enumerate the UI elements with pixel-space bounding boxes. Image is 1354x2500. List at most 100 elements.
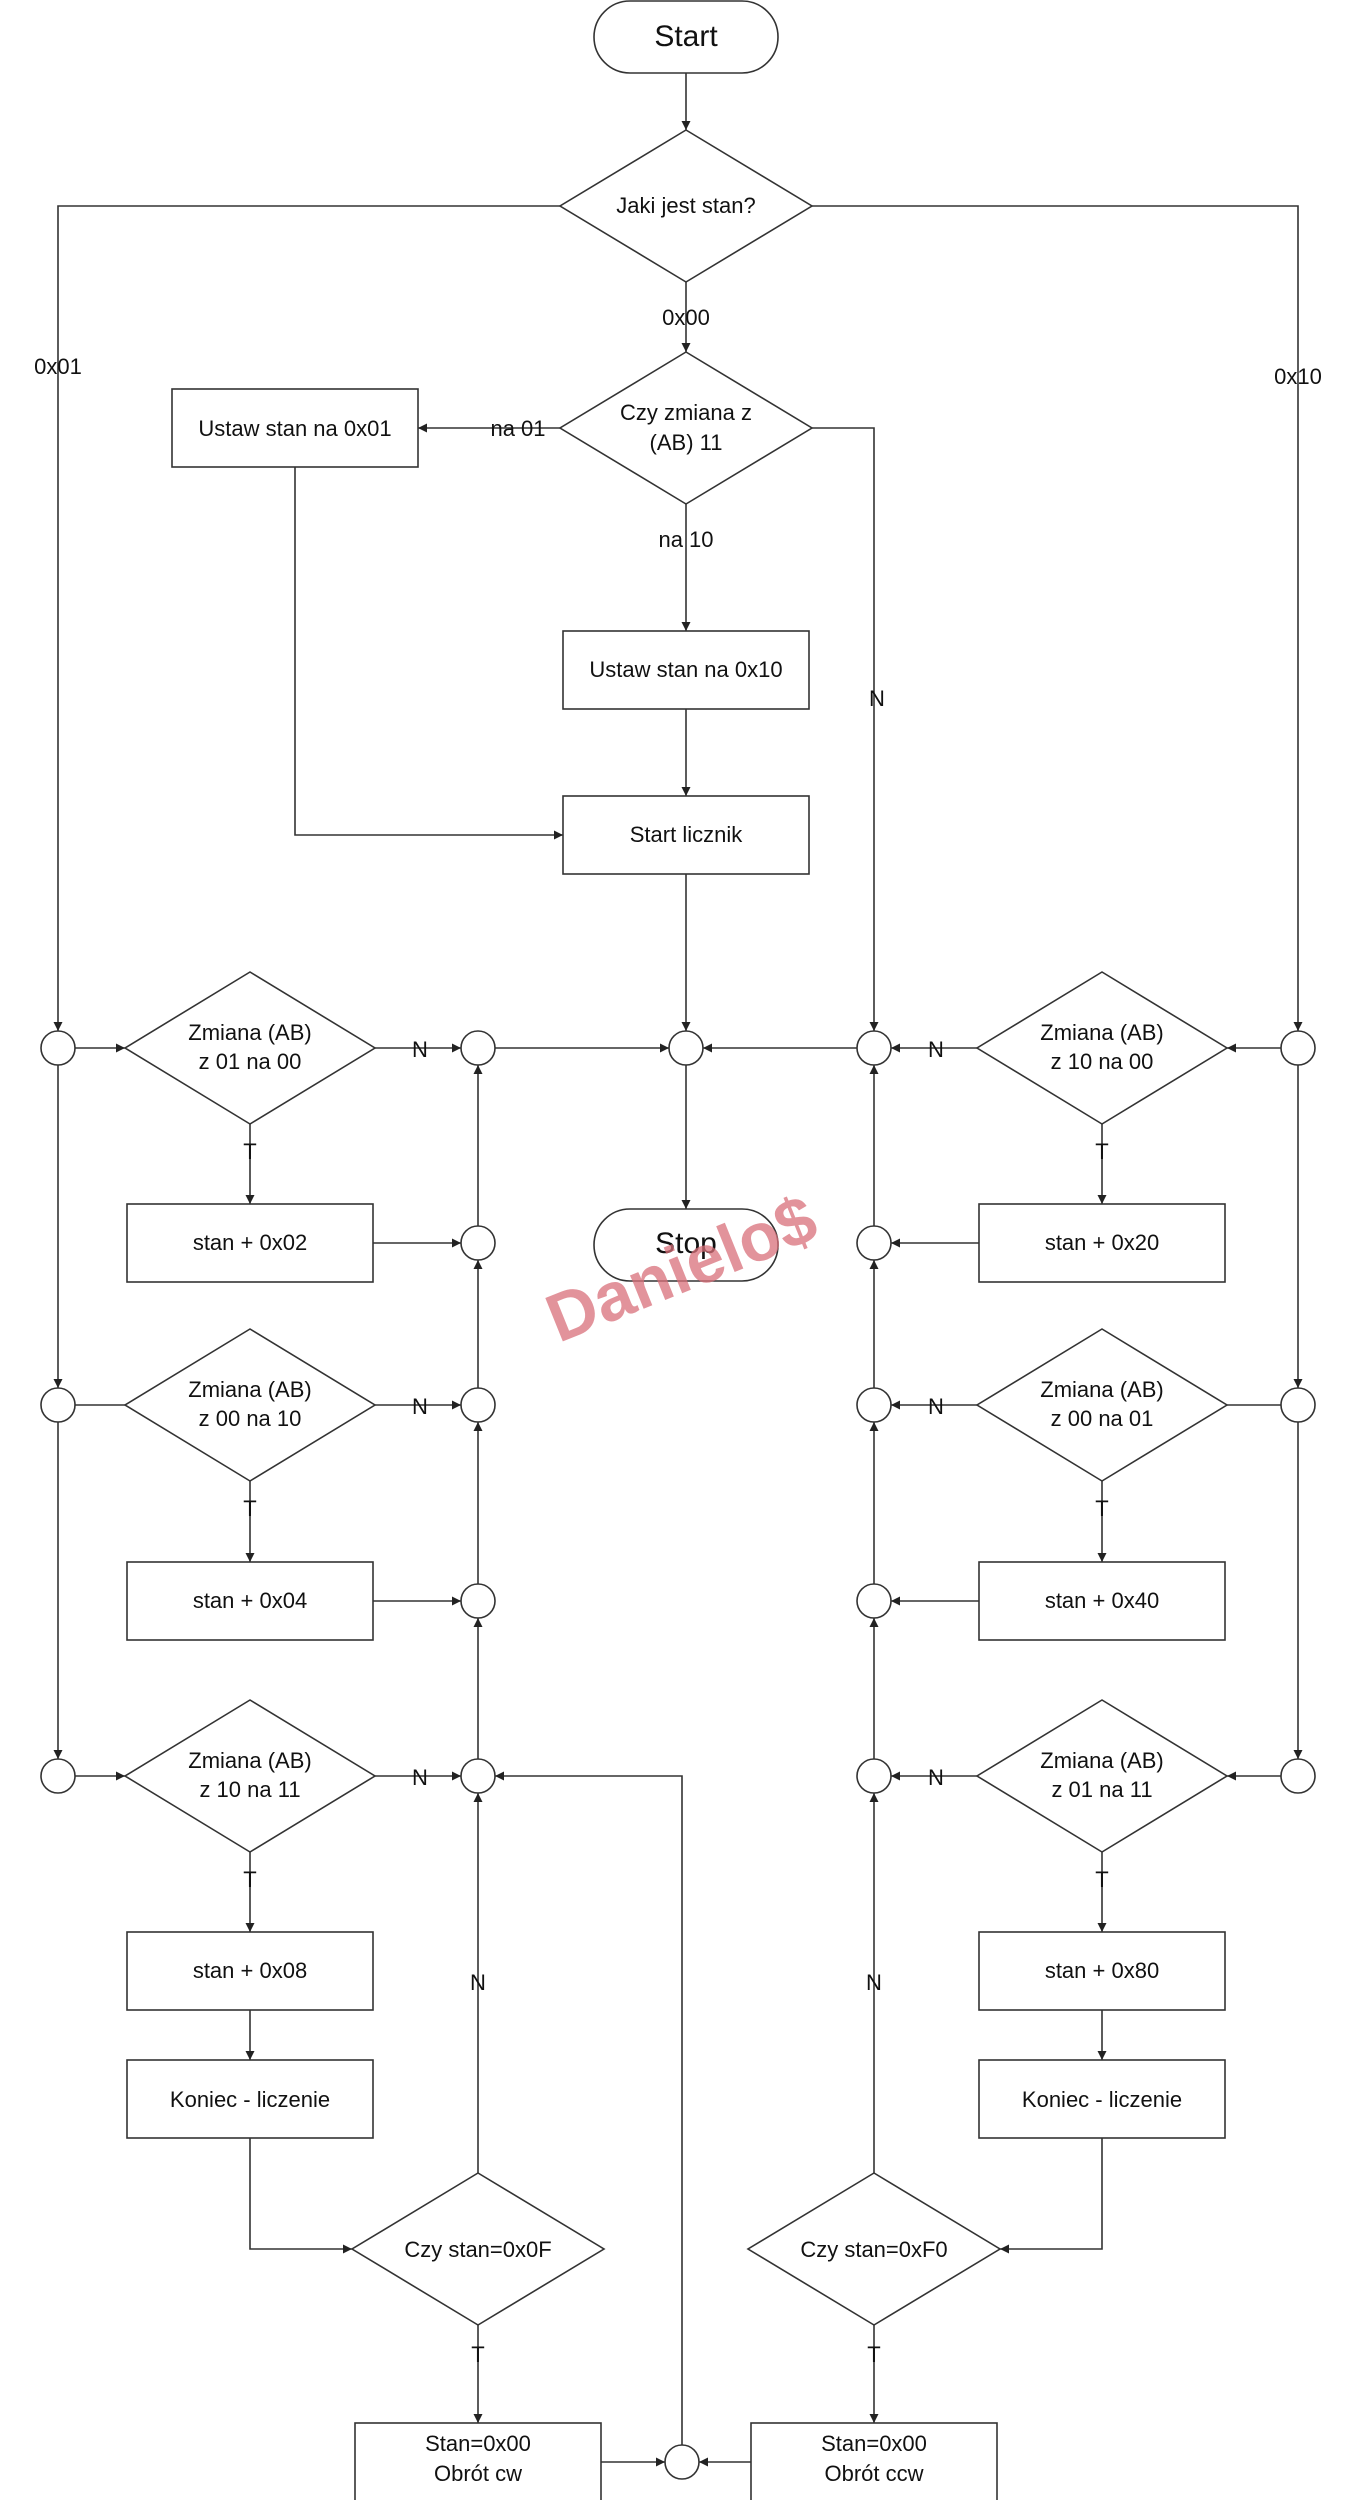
edge-bottom-j-to-left-3 bbox=[495, 1771, 683, 2445]
edge-0x10 bbox=[812, 205, 1303, 1031]
decision-right-3-label-1: Zmiana (AB) bbox=[1040, 1748, 1163, 1773]
junction-node bbox=[668, 1030, 704, 1066]
process-ustaw-10 bbox=[562, 630, 810, 710]
decision-jaki-stan-label: Jaki jest stan? bbox=[616, 193, 755, 218]
decision-right-1-label-2: z 10 na 00 bbox=[1051, 1049, 1154, 1074]
edge-label-0x01: 0x01 bbox=[34, 354, 82, 379]
junction-node bbox=[856, 1225, 892, 1261]
edge-0x01 bbox=[53, 205, 560, 1031]
decision-czy-zmiana-label-1: Czy zmiana z bbox=[620, 400, 752, 425]
decision-czy-zmiana bbox=[558, 351, 814, 505]
junction-node bbox=[460, 1387, 496, 1423]
junction-node bbox=[856, 1387, 892, 1423]
junction-node bbox=[1280, 1387, 1316, 1423]
edge-label-n-left-2: N bbox=[412, 1394, 428, 1419]
edge-label-n-right-1: N bbox=[928, 1037, 944, 1062]
junction-node bbox=[460, 1583, 496, 1619]
edge-label-n-left-1: N bbox=[412, 1037, 428, 1062]
stop-terminal-label: Stop bbox=[655, 1227, 717, 1260]
decision-left-1-label-2: z 01 na 00 bbox=[199, 1049, 302, 1074]
watermark-text: Danielo$ bbox=[536, 1180, 827, 1357]
process-koniec-right bbox=[978, 2059, 1226, 2139]
decision-czy-0f-label: Czy stan=0x0F bbox=[404, 2237, 551, 2262]
decision-right-3-label-2: z 01 na 11 bbox=[1051, 1777, 1152, 1802]
edge-label-t-0f: T bbox=[471, 2342, 484, 2367]
edge-label-t-right-2: T bbox=[1095, 1496, 1108, 1521]
edge-label-na-01: na 01 bbox=[490, 416, 545, 441]
junction-node bbox=[460, 1030, 496, 1066]
decision-jaki-stan bbox=[558, 129, 814, 283]
edge-label-t-left-1: T bbox=[243, 1139, 256, 1164]
process-start-licznik-label: Start licznik bbox=[630, 822, 743, 847]
start-terminal-label: Start bbox=[654, 20, 718, 53]
stop-terminal bbox=[593, 1208, 779, 1282]
decision-left-2-label-1: Zmiana (AB) bbox=[188, 1377, 311, 1402]
decision-left-3 bbox=[123, 1699, 377, 1853]
process-koniec-left bbox=[126, 2059, 374, 2139]
process-ustaw-01 bbox=[171, 388, 419, 468]
decision-right-1-label-1: Zmiana (AB) bbox=[1040, 1020, 1163, 1045]
edge-label-n-f0: N bbox=[866, 1970, 882, 1995]
edge-ustaw01-to-licznik bbox=[294, 467, 563, 840]
junction-node bbox=[40, 1030, 76, 1066]
edge-label-n-right-3: N bbox=[928, 1765, 944, 1790]
edge-koniec-to-czyf0 bbox=[1000, 2138, 1103, 2254]
process-stan-20-label: stan + 0x20 bbox=[1045, 1230, 1159, 1255]
decision-right-2-label-2: z 00 na 01 bbox=[1051, 1406, 1154, 1431]
edge-label-n-left-3: N bbox=[412, 1765, 428, 1790]
junction-node bbox=[40, 1758, 76, 1794]
process-stan-40-label: stan + 0x40 bbox=[1045, 1588, 1159, 1613]
connector-lines bbox=[53, 73, 1303, 2467]
junction-node bbox=[856, 1030, 892, 1066]
process-stan-08-label: stan + 0x08 bbox=[193, 1958, 307, 1983]
process-cw bbox=[354, 2422, 602, 2500]
process-cw-label-2: Obrót cw bbox=[434, 2461, 522, 2486]
process-koniec-left-label: Koniec - liczenie bbox=[170, 2087, 330, 2112]
junction-node bbox=[856, 1758, 892, 1794]
process-stan-04-label: stan + 0x04 bbox=[193, 1588, 307, 1613]
edge-label-n-top: N bbox=[869, 686, 885, 711]
decision-czy-0f bbox=[350, 2172, 606, 2326]
edge-koniec-to-czy0f bbox=[249, 2138, 352, 2254]
process-cw-label-1: Stan=0x00 bbox=[425, 2431, 531, 2456]
decision-right-2 bbox=[975, 1328, 1229, 1482]
process-ccw bbox=[750, 2422, 998, 2500]
edge-label-t-right-3: T bbox=[1095, 1867, 1108, 1892]
junction-node bbox=[460, 1225, 496, 1261]
edge-label-t-left-2: T bbox=[243, 1496, 256, 1521]
edge-label-0x10: 0x10 bbox=[1274, 364, 1322, 389]
decision-czy-f0 bbox=[746, 2172, 1002, 2326]
junction-node bbox=[460, 1758, 496, 1794]
process-ccw-label-1: Stan=0x00 bbox=[821, 2431, 927, 2456]
start-terminal bbox=[593, 0, 779, 74]
process-stan-08 bbox=[126, 1931, 374, 2011]
edge-label-t-right-1: T bbox=[1095, 1139, 1108, 1164]
edge-label-0x00: 0x00 bbox=[662, 305, 710, 330]
process-stan-80-label: stan + 0x80 bbox=[1045, 1958, 1159, 1983]
process-stan-20 bbox=[978, 1203, 1226, 1283]
junction-node bbox=[664, 2444, 700, 2480]
decision-right-1 bbox=[975, 971, 1229, 1125]
process-ustaw-01-label: Ustaw stan na 0x01 bbox=[198, 416, 391, 441]
process-stan-80 bbox=[978, 1931, 1226, 2011]
edge-label-n-right-2: N bbox=[928, 1394, 944, 1419]
decision-left-2-label-2: z 00 na 10 bbox=[199, 1406, 302, 1431]
process-ccw-label-2: Obrót ccw bbox=[824, 2461, 923, 2486]
edge-label-na-10: na 10 bbox=[658, 527, 713, 552]
decision-left-1-label-1: Zmiana (AB) bbox=[188, 1020, 311, 1045]
process-stan-02 bbox=[126, 1203, 374, 1283]
edge-n-top bbox=[812, 427, 879, 1031]
process-stan-02-label: stan + 0x02 bbox=[193, 1230, 307, 1255]
junction-node bbox=[856, 1583, 892, 1619]
edge-label-t-f0: T bbox=[867, 2342, 880, 2367]
decision-left-2 bbox=[123, 1328, 377, 1482]
decision-left-3-label-1: Zmiana (AB) bbox=[188, 1748, 311, 1773]
decision-right-3 bbox=[975, 1699, 1229, 1853]
process-ustaw-10-label: Ustaw stan na 0x10 bbox=[589, 657, 782, 682]
junction-node bbox=[1280, 1758, 1316, 1794]
process-koniec-right-label: Koniec - liczenie bbox=[1022, 2087, 1182, 2112]
decision-left-3-label-2: z 10 na 11 bbox=[199, 1777, 300, 1802]
edge-label-t-left-3: T bbox=[243, 1867, 256, 1892]
decision-right-2-label-1: Zmiana (AB) bbox=[1040, 1377, 1163, 1402]
